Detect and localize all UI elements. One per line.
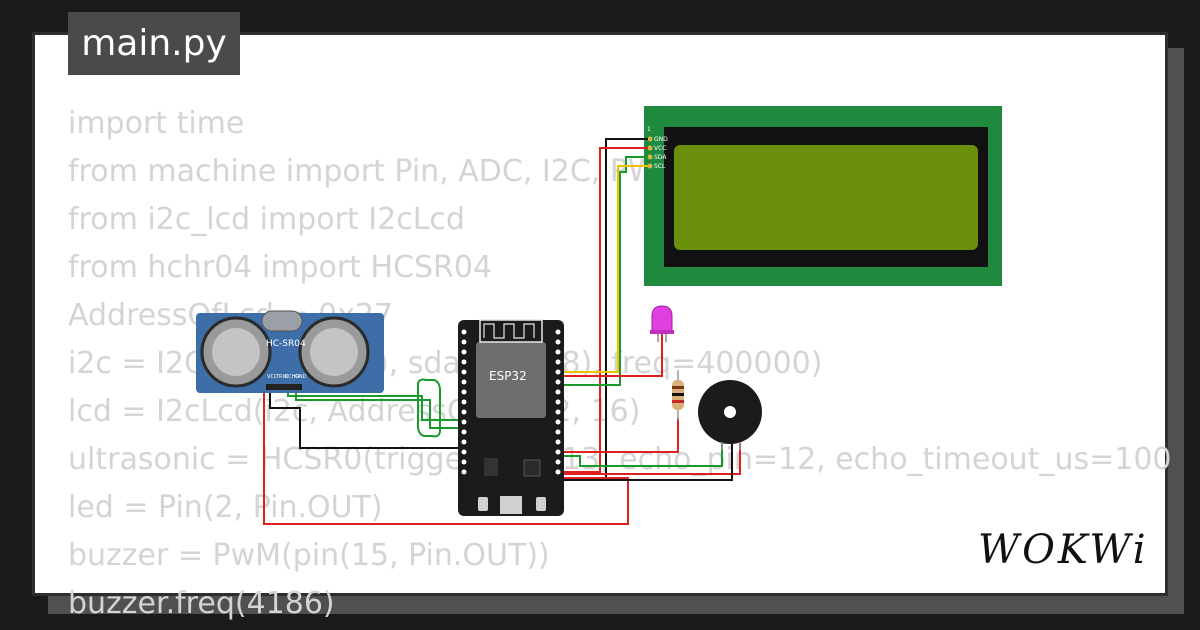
wire-buzzer-gnd[interactable] xyxy=(564,440,733,481)
lcd-pin xyxy=(647,163,653,169)
code-line: from machine import Pin, ADC, I2C, PWM xyxy=(68,154,684,189)
code-line: i2c = I2C(scl=Pin(19), sda=Pin(18), freq… xyxy=(68,346,823,381)
resistor-band xyxy=(672,400,684,403)
code-editor: import time from machine import Pin, ADC… xyxy=(68,100,1172,621)
sensor-crystal xyxy=(261,310,303,332)
wokwi-logo[interactable]: WOKWi xyxy=(978,527,1149,573)
sensor-pin-label: TRIG xyxy=(275,374,288,380)
en-button[interactable] xyxy=(536,497,546,511)
wire-sensor-gnd[interactable] xyxy=(269,390,460,449)
wire-lcd-scl[interactable] xyxy=(560,165,648,373)
code-line: led = Pin(2, Pin.OUT) xyxy=(68,490,383,525)
buzzer[interactable] xyxy=(698,380,762,450)
esp32-regulator xyxy=(484,458,498,476)
sensor-header xyxy=(266,384,302,390)
wire-buzzer-signal[interactable] xyxy=(560,440,723,467)
ultrasonic-sensor[interactable]: HC-SR04 VCC TRIG ECHO GND xyxy=(196,310,384,393)
wire-lcd-vcc[interactable] xyxy=(560,147,648,473)
wires xyxy=(263,138,741,525)
esp32-board[interactable]: ESP32 xyxy=(458,319,564,516)
sensor-pin-label: VCC xyxy=(267,374,278,380)
file-tab[interactable]: main.py xyxy=(68,12,240,75)
code-line: import time xyxy=(68,106,245,141)
esp32-usb-port xyxy=(500,496,522,514)
esp32-pins xyxy=(461,329,561,475)
lcd-pin-label: SDA xyxy=(654,154,667,161)
boot-button[interactable] xyxy=(478,497,488,511)
sensor-pin-label: GND xyxy=(295,374,307,380)
lcd-pin-marker: 1 xyxy=(647,126,651,133)
esp32-module xyxy=(476,342,546,418)
wire-lcd-sda[interactable] xyxy=(560,156,648,386)
wire-sensor-trig[interactable] xyxy=(287,390,460,421)
resistor[interactable] xyxy=(672,370,684,420)
led[interactable] xyxy=(650,305,674,342)
code-line: buzzer = PwM(pin(15, Pin.OUT)) xyxy=(68,538,550,573)
sensor-label: HC-SR04 xyxy=(266,339,306,349)
esp32-label: ESP32 xyxy=(489,369,527,383)
wire-sensor-vcc[interactable] xyxy=(263,390,629,525)
code-line: buzzer.freq(4186) xyxy=(68,586,335,621)
buzzer-hole xyxy=(724,406,736,418)
transducer-mesh xyxy=(212,328,260,376)
resistor-band xyxy=(672,393,684,396)
lcd-pin xyxy=(647,145,653,151)
wire-lcd-gnd[interactable] xyxy=(560,138,648,479)
lcd-pin-label: VCC xyxy=(654,145,666,152)
sensor-pin-label: ECHO xyxy=(285,374,299,380)
code-line: ultrasonic = HCSR0(trigger_pin=13, echo_… xyxy=(68,442,1172,477)
transducer-mesh xyxy=(310,328,358,376)
code-line: from hchr04 import HCSR04 xyxy=(68,250,493,285)
lcd-display[interactable]: 1 GND VCC SDA SCL xyxy=(644,106,1002,286)
wire-resistor[interactable] xyxy=(560,418,679,453)
led-body xyxy=(651,305,673,333)
antenna-trace xyxy=(483,323,535,339)
esp32-antenna xyxy=(479,319,543,343)
lcd-pin xyxy=(647,136,653,142)
wire-buzzer-vcc[interactable] xyxy=(560,440,741,475)
wire-led[interactable] xyxy=(560,330,663,377)
lcd-pin-label: GND xyxy=(654,136,668,143)
esp32-usb-chip xyxy=(523,459,541,477)
code-line: from i2c_lcd import I2cLcd xyxy=(68,202,465,237)
lcd-pin-label: SCL xyxy=(654,163,666,170)
resistor-band xyxy=(672,386,684,389)
wire-sensor-loop xyxy=(417,378,441,438)
led-base xyxy=(650,330,674,334)
lcd-screen xyxy=(674,145,978,250)
lcd-pin xyxy=(647,154,653,160)
